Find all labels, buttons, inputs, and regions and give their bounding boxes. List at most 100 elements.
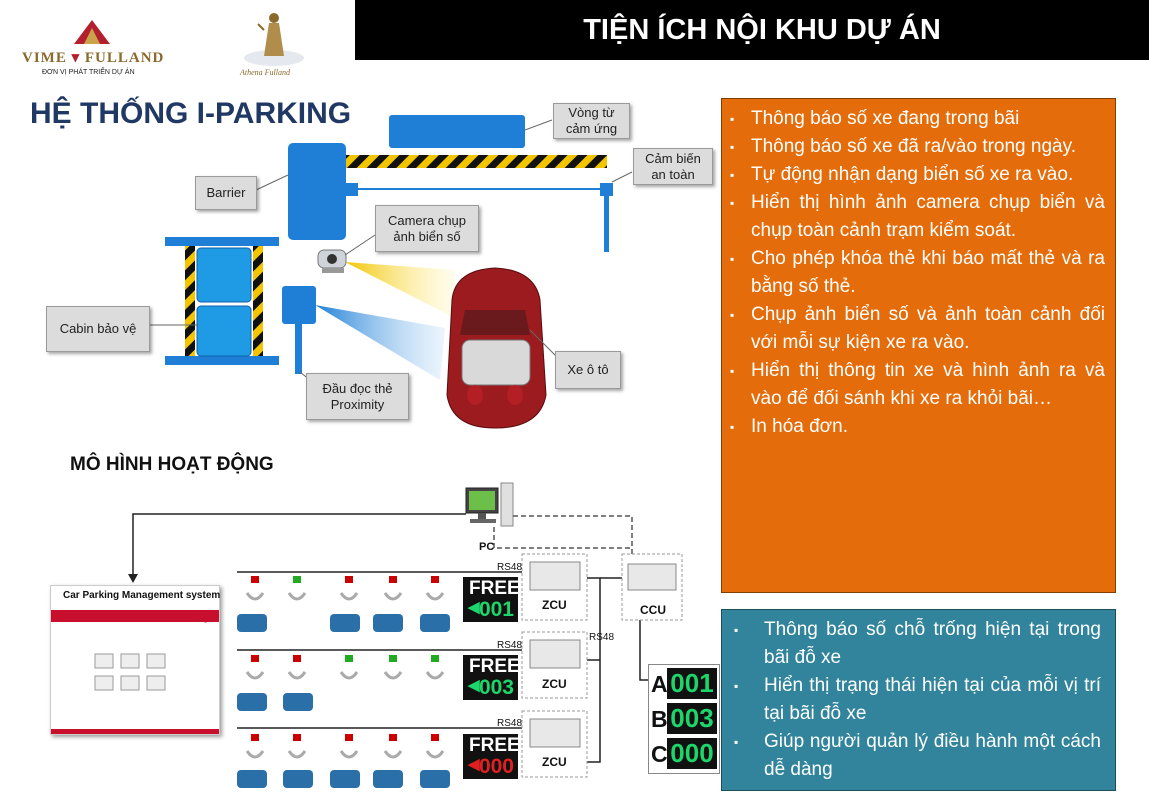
callout-inductive-loop: Vòng từ cảm ứng — [553, 103, 630, 139]
rs48-label-1: RS48 — [497, 562, 523, 573]
bullet-icon: ▪ — [730, 196, 735, 210]
reader-beam — [315, 305, 445, 380]
rs48-label-ccu: RS48 — [589, 632, 615, 643]
bullet-icon: ▪ — [730, 252, 735, 266]
vime-brand-left: VIME — [22, 50, 67, 66]
management-software-screen: Car Parking Management system Car Parkin… — [50, 585, 220, 735]
list-item: ▪Thông báo số chỗ trống hiện tại trong b… — [734, 616, 1101, 672]
list-item: ▪Chụp ảnh biển số và ảnh toàn cảnh đối v… — [730, 301, 1105, 357]
screen-tiles — [94, 653, 166, 691]
zone-letter: B — [651, 706, 668, 732]
list-item: ▪Cho phép khóa thẻ khi báo mất thẻ và ra… — [730, 245, 1105, 301]
rs48-label-3: RS48 — [497, 718, 523, 729]
zcu-device-2-icon — [521, 631, 588, 699]
vime-fulland-logo: VIME ▾ FULLAND ĐƠN VỊ PHÁT TRIỂN DỰ ÁN — [22, 18, 187, 80]
bullet-icon: ▪ — [730, 420, 735, 434]
athena-text: Athena Fulland — [240, 68, 290, 77]
guidance-list: ▪Thông báo số chỗ trống hiện tại trong b… — [722, 610, 1115, 784]
model-title: MÔ HÌNH HOẠT ĐỘNG — [70, 454, 274, 475]
arrow-left-icon: ◀ — [468, 677, 480, 694]
vime-brand-right: FULLAND — [84, 50, 165, 66]
callout-safety-sensor: Cảm biến an toàn — [633, 148, 713, 185]
zone-row: C 000 — [649, 737, 719, 771]
header-title-bar: TIỆN ÍCH NỘI KHU DỰ ÁN — [355, 0, 1149, 60]
free-board-2: FREE ◀ 003 — [463, 655, 520, 700]
pc-icon — [465, 482, 514, 527]
ccu-label: CCU — [640, 603, 666, 617]
free-board-number: 003 — [478, 676, 514, 699]
free-board-label: FREE — [469, 735, 520, 756]
bullet-icon: ▪ — [730, 112, 735, 126]
zone-row: B 003 — [649, 702, 719, 736]
barrier-arm — [345, 155, 607, 168]
camera-beam — [345, 262, 455, 318]
free-board-number: 000 — [478, 755, 514, 778]
callout-proximity-reader: Đầu đọc thẻ Proximity — [306, 373, 409, 420]
callout-camera: Camera chụp ảnh biển số — [375, 205, 479, 252]
callout-car: Xe ô tô — [555, 351, 621, 389]
callout-barrier: Barrier — [195, 176, 257, 210]
zcu-label-1: ZCU — [542, 598, 567, 612]
zcu-label-3: ZCU — [542, 755, 567, 769]
bullet-icon: ▪ — [730, 140, 735, 154]
list-item: ▪Hiển thị thông tin xe và hình ảnh ra và… — [730, 357, 1105, 413]
bullet-icon: ▪ — [734, 735, 739, 749]
bullet-icon: ▪ — [730, 364, 735, 378]
list-item: ▪Hiển thị hình ảnh camera chụp biển và c… — [730, 189, 1105, 245]
athena-statue-icon — [244, 13, 304, 66]
vime-logo-mark-icon — [74, 20, 110, 44]
feature-list-box: ▪Thông báo số xe đang trong bãi ▪Thông b… — [721, 98, 1116, 593]
zone-count: 000 — [667, 738, 717, 769]
list-item: ▪Giúp người quản lý điều hành một cách d… — [734, 728, 1101, 784]
zone-display-panel: A 001 B 003 C 000 — [648, 664, 720, 774]
inductive-loop-icon — [389, 115, 525, 148]
guard-cabin-icon — [165, 237, 279, 365]
screen-title: Car Parking Management system — [63, 590, 221, 601]
pc-label: PC — [479, 541, 495, 553]
section-title: HỆ THỐNG I-PARKING — [30, 97, 352, 130]
car-icon — [446, 267, 547, 429]
zone-count: 001 — [667, 668, 717, 699]
guidance-list-box: ▪Thông báo số chỗ trống hiện tại trong b… — [721, 609, 1116, 791]
list-item: ▪In hóa đơn. — [730, 413, 1105, 441]
list-item: ▪Thông báo số xe đang trong bãi — [730, 105, 1105, 133]
iparking-illustration — [150, 115, 633, 429]
operation-diagram — [128, 482, 683, 788]
free-board-1: FREE ◀ 001 — [463, 577, 520, 622]
screen-logo: Car Parking — [169, 616, 209, 623]
parking-sensor-row-1 — [237, 576, 450, 632]
athena-fulland-logo: Athena Fulland — [236, 6, 312, 78]
list-item: ▪Hiển thị trạng thái hiện tại của mỗi vị… — [734, 672, 1101, 728]
screen-menu-bar — [51, 610, 219, 622]
zone-row: A 001 — [649, 667, 719, 701]
arrow-left-icon: ◀ — [468, 756, 480, 773]
parking-sensor-row-2 — [237, 655, 445, 711]
bullet-icon: ▪ — [734, 679, 739, 693]
arrow-left-icon: ◀ — [468, 599, 480, 616]
ccu-device-icon — [621, 553, 683, 621]
free-board-number: 001 — [478, 598, 514, 621]
proximity-reader-icon — [282, 286, 316, 374]
zone-letter: C — [651, 741, 668, 767]
free-board-label: FREE — [469, 656, 520, 677]
list-item: ▪Thông báo số xe đã ra/vào trong ngày. — [730, 133, 1105, 161]
zcu-device-3-icon — [521, 710, 588, 778]
free-board-3: FREE ◀ 000 — [463, 734, 520, 779]
safety-sensor-icon — [600, 183, 613, 196]
bullet-icon: ▪ — [730, 308, 735, 322]
camera-icon — [317, 249, 347, 273]
bullet-icon: ▪ — [730, 168, 735, 182]
zone-count: 003 — [667, 703, 717, 734]
screen-footer — [51, 729, 219, 734]
feature-list: ▪Thông báo số xe đang trong bãi ▪Thông b… — [722, 99, 1115, 441]
rs48-label-2: RS48 — [497, 640, 523, 651]
vime-subtitle: ĐƠN VỊ PHÁT TRIỂN DỰ ÁN — [42, 69, 135, 76]
page-title: TIỆN ÍCH NỘI KHU DỰ ÁN — [583, 13, 941, 46]
zcu-label-2: ZCU — [542, 677, 567, 691]
barrier-post-icon — [288, 143, 346, 240]
barrier-sensor-left-icon — [345, 183, 358, 196]
free-board-label: FREE — [469, 578, 520, 599]
zone-letter: A — [651, 671, 668, 697]
parking-sensor-row-3 — [237, 734, 450, 788]
callout-guard-cabin: Cabin bảo vệ — [46, 306, 150, 352]
